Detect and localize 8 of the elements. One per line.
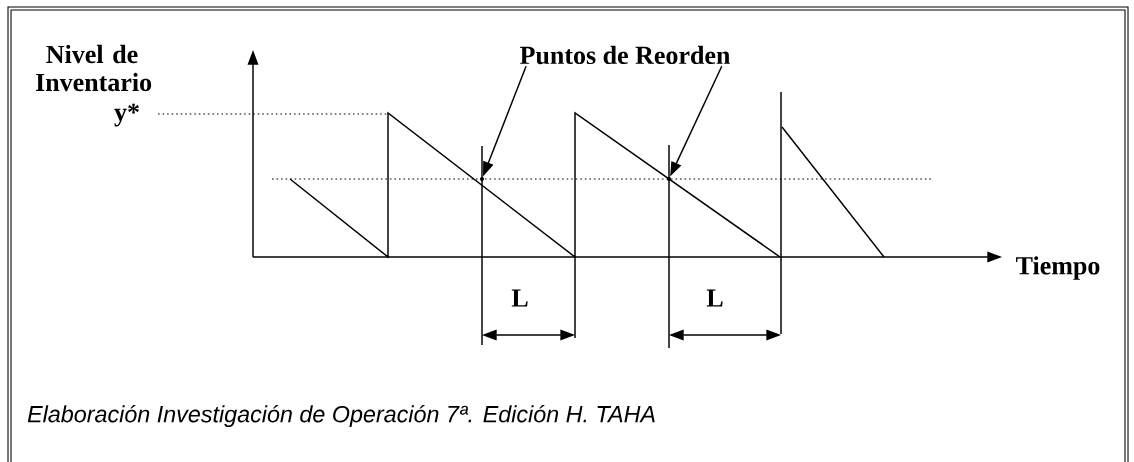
axis-label: Tiempo: [1016, 256, 1100, 280]
reorder-point: [667, 177, 671, 181]
axis-label: y*: [114, 103, 139, 127]
reorder-point: [480, 177, 484, 181]
caption: Elaboración Investigación de Operación 7ª. Edición H. TAHA: [27, 405, 655, 428]
dimension-label: L: [706, 289, 723, 307]
annotation-text: Puntos de Reorden: [520, 45, 731, 65]
dimension-label: L: [511, 289, 528, 307]
